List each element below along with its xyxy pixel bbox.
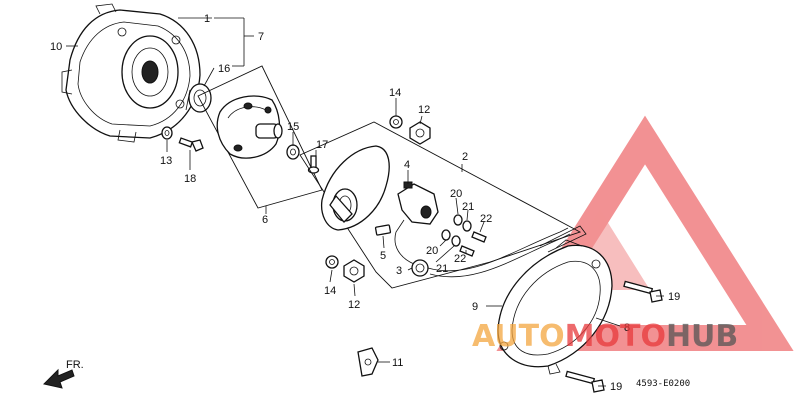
callout-4: 4	[404, 159, 410, 171]
connector-part-3	[411, 259, 429, 277]
bolt-part-18	[178, 137, 204, 152]
washer-part-21-lower	[451, 235, 461, 247]
watermark-word: AUTOMOTOHUB	[472, 319, 738, 354]
callout-14-lower: 14	[324, 285, 336, 297]
callout-14-upper: 14	[389, 87, 401, 99]
screw-part-22-upper	[471, 231, 487, 243]
screw-part-22-lower	[459, 245, 475, 257]
callout-19-lower: 19	[610, 381, 622, 393]
callout-6: 6	[262, 214, 268, 226]
front-label: FR.	[66, 359, 84, 371]
callout-11: 11	[392, 357, 403, 369]
nut-part-12-upper	[409, 121, 431, 145]
callout-9: 9	[472, 301, 478, 313]
callout-19-upper: 19	[668, 291, 680, 303]
assembly-frame-part-6	[197, 65, 323, 209]
housing-cover-part-10	[61, 3, 201, 143]
callout-22-lower: 22	[454, 253, 466, 265]
washer-part-20-lower	[441, 229, 451, 241]
callout-12-upper: 12	[418, 104, 430, 116]
callout-18: 18	[184, 173, 196, 185]
drawing-code: 4593-E0200	[636, 379, 690, 389]
callout-20-lower: 20	[426, 245, 438, 257]
washer-part-14-upper	[389, 115, 403, 129]
callout-21-upper: 21	[462, 201, 474, 213]
washer-part-20-upper	[453, 214, 463, 226]
callout-10: 10	[50, 41, 62, 53]
base-plate-part-2	[320, 145, 390, 231]
watermark-auto: AUTO	[472, 319, 565, 354]
callout-5: 5	[380, 250, 386, 262]
washer-part-14-lower	[325, 255, 339, 269]
callout-1: 1	[204, 13, 210, 25]
washer-part-21-upper	[462, 220, 472, 232]
callout-12-lower: 12	[348, 299, 360, 311]
bolt-part-19-lower	[565, 370, 605, 393]
watermark-hub: HUB	[666, 319, 738, 354]
callout-8: 8	[624, 322, 630, 334]
governor-part-6	[216, 95, 283, 159]
callout-16: 16	[218, 63, 230, 75]
watermark-moto: MOTO	[565, 319, 666, 354]
callout-labels: 1 2 3 4 5 6 7 8 9 10 11 12 12 13 14 14 1…	[50, 13, 690, 393]
nut-part-12-lower	[343, 259, 365, 283]
seal-part-16	[185, 83, 212, 113]
pulser-coil-part-4	[394, 181, 439, 265]
side-cover-part-9	[497, 239, 613, 375]
wire-harness	[427, 225, 587, 278]
leader-lines	[66, 17, 664, 387]
front-arrow: FR.	[43, 359, 84, 389]
grommet-part-5	[374, 224, 392, 236]
callout-2: 2	[462, 151, 468, 163]
callout-3: 3	[396, 265, 402, 277]
callout-20-upper: 20	[450, 188, 462, 200]
callout-21-lower: 21	[436, 263, 448, 275]
clamp-part-11	[357, 347, 379, 377]
callout-7: 7	[258, 31, 264, 43]
watermark-text: AUTOMOTOHUB	[472, 319, 738, 354]
callout-22-upper: 22	[480, 213, 492, 225]
washer-part-13	[161, 126, 173, 140]
callout-13: 13	[160, 155, 172, 167]
callout-17: 17	[316, 139, 328, 151]
callout-15: 15	[287, 121, 299, 133]
washer-part-15	[286, 144, 300, 160]
